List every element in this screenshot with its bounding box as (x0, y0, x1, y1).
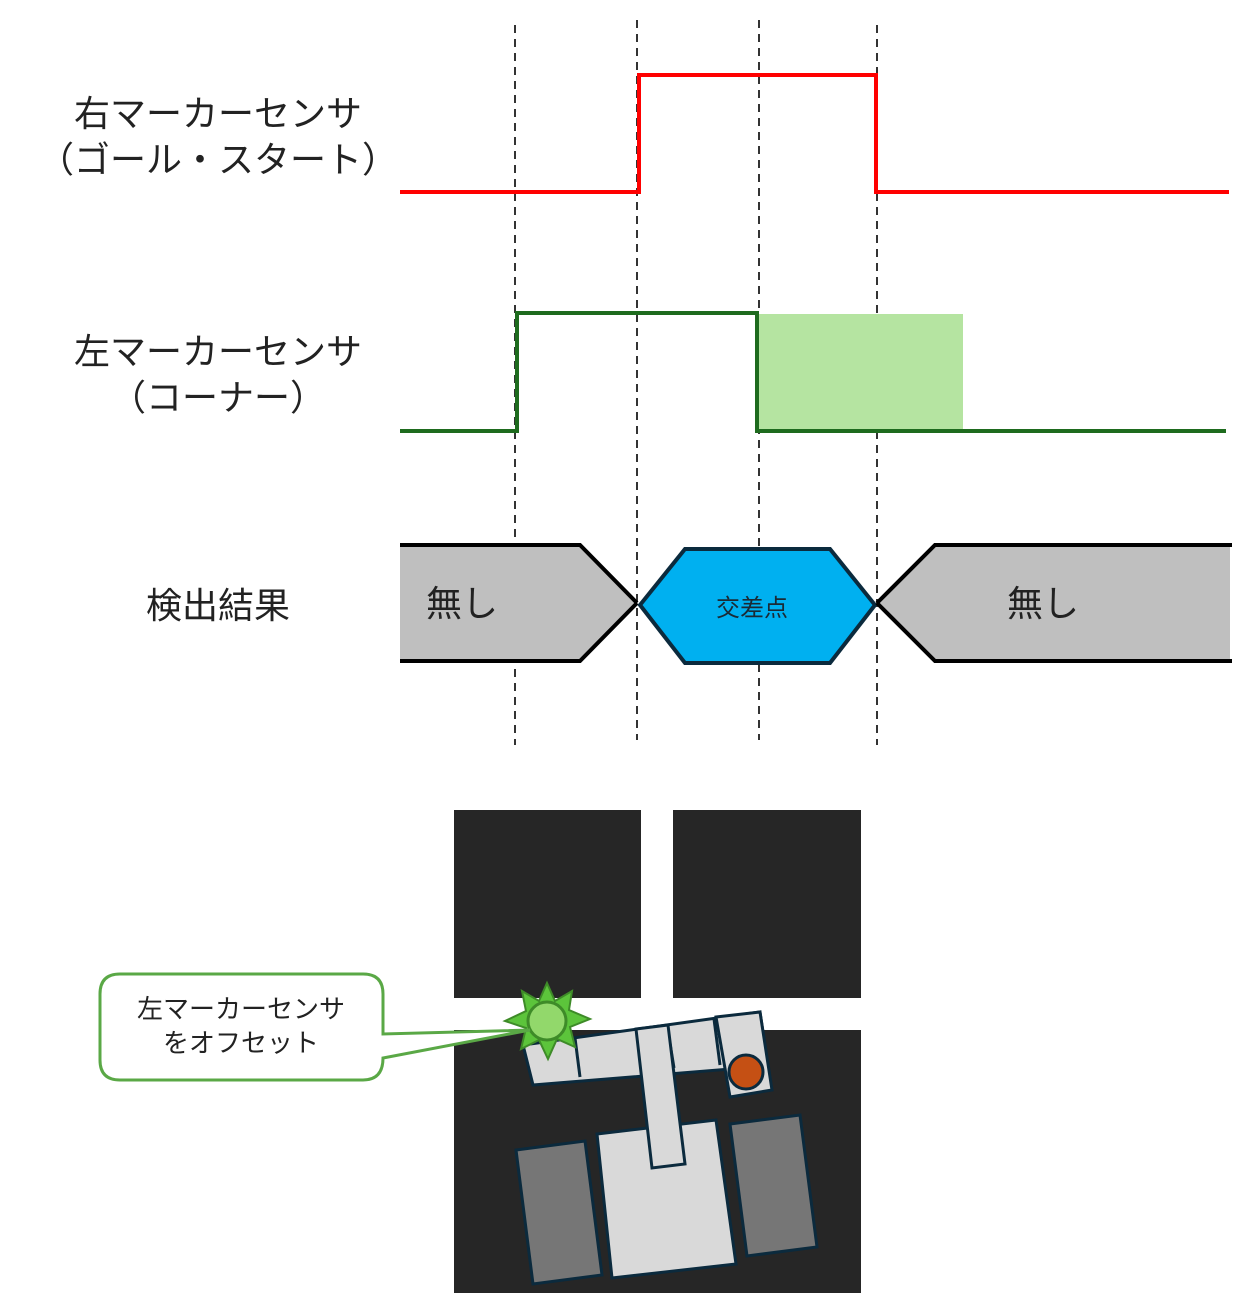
left-sensor-row: 左マーカーセンサ （コーナー） (74, 311, 1226, 433)
robot-illustration (454, 810, 861, 1293)
robot-left-wheel (514, 1139, 604, 1286)
robot-center-post (634, 1023, 687, 1170)
robot-arm-divider-1 (573, 1037, 582, 1078)
right-marker-sensor (727, 1053, 765, 1091)
right-sensor-label-line2: （ゴール・スタート） (38, 140, 398, 181)
left-sensor-label-line1: 左マーカーセンサ (74, 332, 362, 373)
result-state-none-left-outline-top (400, 543, 639, 605)
right-sensor-waveform (400, 73, 1229, 194)
left-sensor-label-line2: （コーナー） (110, 378, 326, 419)
callout-text-line2: をオフセット (163, 1029, 319, 1059)
left-sensor-waveform (400, 311, 1226, 433)
result-state-none-right-outline-top (875, 543, 1232, 605)
callout-bubble (98, 972, 531, 1082)
result-state-none-right-label: 無し (1007, 584, 1079, 625)
right-sensor-row: 右マーカーセンサ （ゴール・スタート） (38, 73, 1229, 194)
result-state-none-right-outline-bottom (875, 601, 1232, 663)
detection-result-row: 検出結果 無し 交差点 無し (146, 543, 1232, 665)
result-state-none-left (400, 545, 637, 661)
left-sensor-offset-highlight (757, 314, 963, 431)
callout-text-line1: 左マーカーセンサ (137, 995, 345, 1025)
offset-callout: 左マーカーセンサ をオフセット (98, 972, 531, 1082)
result-state-intersection (637, 547, 878, 665)
course-vertical-line (641, 810, 673, 1030)
left-marker-sensor (526, 1000, 568, 1042)
right-sensor-label-line1: 右マーカーセンサ (74, 94, 362, 135)
detection-result-label: 検出結果 (146, 586, 290, 627)
robot-right-wheel (728, 1113, 819, 1258)
result-state-intersection-label: 交差点 (716, 594, 788, 622)
robot-arm-divider-3 (712, 1018, 722, 1066)
result-state-none-left-outline-bottom (400, 601, 639, 663)
result-state-none-right (877, 545, 1230, 661)
result-state-none-left-label: 無し (426, 584, 498, 625)
